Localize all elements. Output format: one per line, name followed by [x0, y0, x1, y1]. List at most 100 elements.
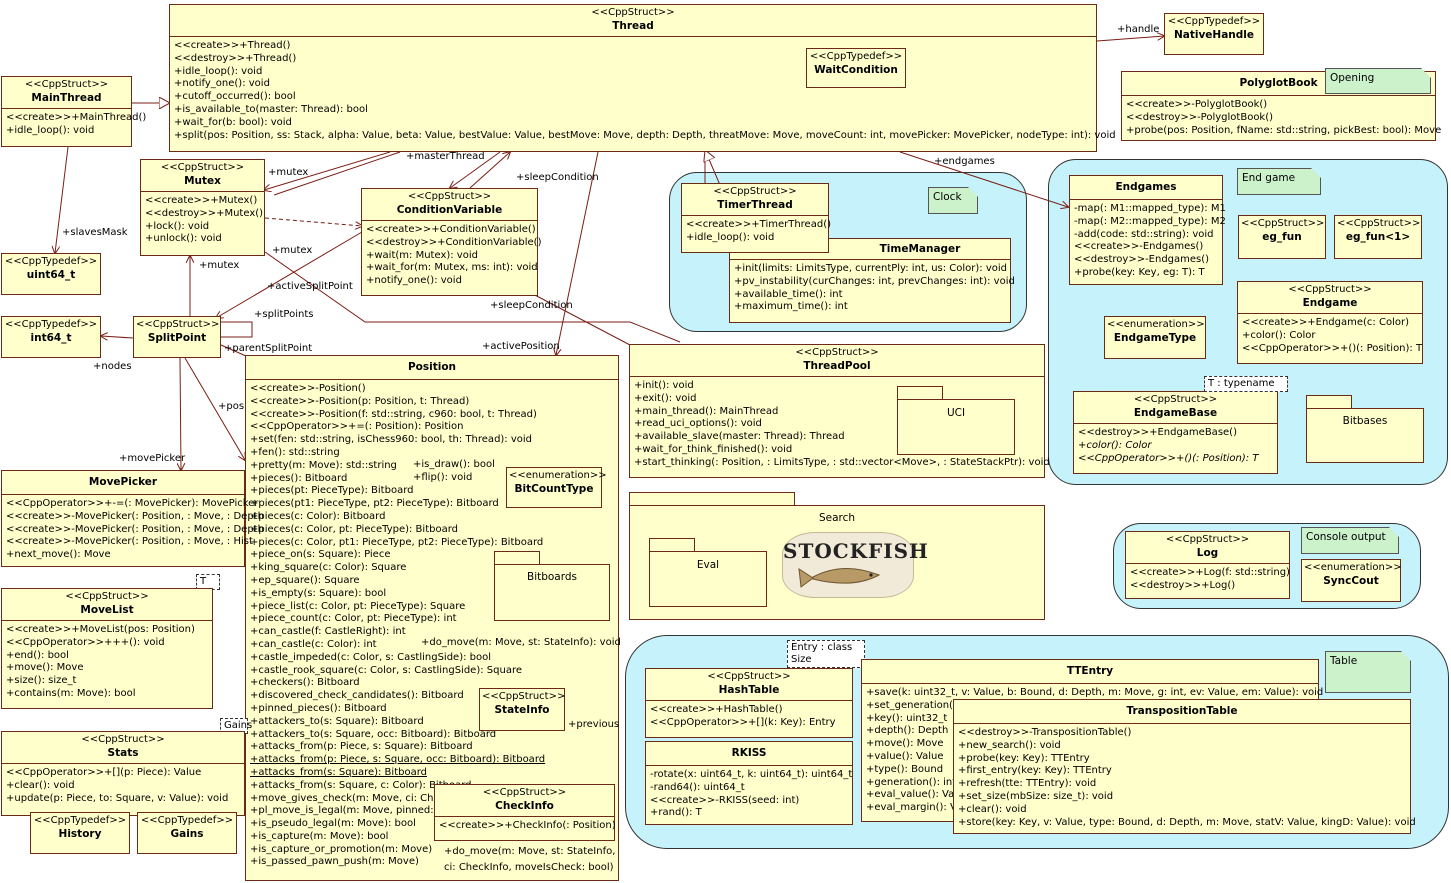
operation: <<create>>-Position(): [250, 383, 366, 394]
operation: <<destroy>>+Log(): [1130, 579, 1236, 591]
class-name: History: [58, 828, 102, 840]
operation: <<create>>-MovePicker(: Position, : Move…: [6, 510, 264, 522]
class-name: SyncCout: [1323, 575, 1379, 587]
operation: +init(limits: LimitsType, currentPly: in…: [734, 263, 1008, 274]
stereotype: <<CppTypedef>>: [809, 51, 903, 62]
package-bitboards[interactable]: Bitboards: [494, 564, 610, 621]
class-name: EndgameBase: [1133, 407, 1218, 419]
operation: +can_castle(c: Color): int: [250, 638, 377, 650]
class-name: Thread: [612, 20, 654, 32]
class-name: TranspositionTable: [1126, 705, 1238, 717]
class-endgamebase[interactable]: <<CppStruct>>EndgameBase <<destroy>>+End…: [1073, 391, 1278, 474]
class-thread[interactable]: <<CppStruct>>Thread <<create>>+Thread() …: [169, 4, 1116, 152]
operation: +depth(): Depth: [866, 725, 949, 737]
operation: <<create>>-MovePicker(: Position, : Move…: [6, 536, 253, 548]
operation: +wait_for(b: bool): void: [174, 116, 292, 128]
class-endgames[interactable]: Endgames -map(: M1::mapped_type): M1 -ma…: [1069, 175, 1226, 285]
operation: -map(: M1::mapped_type): M1: [1074, 203, 1226, 214]
operation: <<create>>+Thread(): [174, 40, 291, 51]
operation: +flip(): void: [413, 472, 473, 483]
edge-handle: [1096, 36, 1164, 42]
operation: <<destroy>>+EndgameBase(): [1078, 427, 1237, 438]
operation: +color(): Color: [1078, 439, 1152, 451]
operation: +pieces(): Bitboard: [250, 472, 348, 484]
operation: <<CppOperator>>+=(: Position): Position: [250, 421, 464, 433]
operation: +start_thinking(: Position, : LimitsType…: [634, 456, 1050, 468]
operation: <<create>>+MoveList(pos: Position): [6, 624, 195, 635]
stereotype: <<CppTypedef>>: [4, 319, 98, 330]
operation: +refresh(tte: TTEntry): void: [958, 778, 1097, 790]
operation: +attackers_to(s: Square, occ: Bitboard):…: [250, 728, 497, 740]
operation: +is_capture(m: Move): bool: [250, 830, 389, 842]
class-endgame[interactable]: <<CppStruct>>Endgame <<create>>+Endgame(…: [1237, 281, 1423, 364]
class-endgametype[interactable]: <<enumeration>>EndgameType: [1104, 316, 1206, 359]
operation: +save(k: uint32_t, v: Value, b: Bound, d…: [866, 687, 1324, 698]
class-egfun1[interactable]: <<CppStruct>>eg_fun<1>: [1334, 215, 1422, 259]
class-int64[interactable]: <<CppTypedef>>int64_t: [1, 316, 101, 358]
edge-label: +activePosition: [482, 341, 560, 352]
class-nativehandle[interactable]: <<CppTypedef>>NativeHandle: [1164, 13, 1264, 55]
class-checkinfo[interactable]: <<CppStruct>>CheckInfo <<create>>+CheckI…: [434, 784, 616, 841]
class-movepicker[interactable]: MovePicker <<CppOperator>>+-=(: MovePick…: [1, 470, 264, 567]
class-stateinfo[interactable]: <<CppStruct>>StateInfo: [479, 688, 565, 731]
edge-label: +sleepCondition: [516, 172, 599, 183]
note-text: Clock: [933, 191, 962, 203]
class-gains[interactable]: <<CppTypedef>>Gains: [137, 812, 237, 854]
class-bitcounttype[interactable]: <<enumeration>>BitCountType: [506, 467, 607, 508]
class-name: NativeHandle: [1173, 29, 1255, 41]
class-history[interactable]: <<CppTypedef>>History: [30, 812, 130, 854]
class-mainthread[interactable]: <<CppStruct>>MainThread <<create>>+MainT…: [1, 76, 146, 147]
operation: +pinned_pieces(): Bitboard: [250, 702, 387, 714]
class-log[interactable]: <<CppStruct>>Log <<create>>+Log(f: std::…: [1125, 531, 1290, 599]
operation: +set_size(mbSize: size_t): void: [958, 790, 1114, 802]
stockfish-logo: STOCKFISH: [782, 532, 928, 598]
operation: +new_search(): void: [958, 739, 1061, 751]
class-hashtable[interactable]: <<CppStruct>>HashTable <<create>>+HashTa…: [645, 668, 853, 738]
class-stats[interactable]: <<CppStruct>>Stats <<CppOperator>>+[](p:…: [1, 731, 245, 816]
operation: <<create>>-Position(f: std::string, c960…: [250, 408, 537, 420]
operation: +move(): Move: [866, 738, 944, 750]
operation: +main_thread(): MainThread: [634, 405, 779, 417]
class-name: SplitPoint: [147, 332, 207, 344]
package-eval[interactable]: Eval: [649, 551, 767, 607]
package-bitbases[interactable]: Bitbases: [1306, 408, 1424, 463]
operation: +king_square(c: Color): Square: [250, 562, 407, 574]
note-table: Table: [1325, 651, 1411, 693]
class-synccout[interactable]: <<enumeration>>SyncCout: [1301, 559, 1402, 602]
class-splitpoint[interactable]: <<CppStruct>> SplitPoint: [133, 316, 221, 358]
operation: <<create>>+ConditionVariable(): [366, 224, 536, 235]
edge-label: +endgames: [934, 156, 995, 167]
package-eval-tab: [649, 538, 695, 552]
stereotype: <<CppStruct>>: [591, 7, 675, 18]
operation: +is_pseudo_legal(m: Move): bool: [250, 818, 416, 830]
class-conditionvariable[interactable]: <<CppStruct>>ConditionVariable <<create>…: [361, 188, 541, 296]
class-name: Position: [407, 361, 457, 373]
operation: +is_empty(s: Square): bool: [250, 587, 387, 599]
operation: +maximum_time(): int: [734, 301, 848, 313]
note-console: Console output: [1301, 527, 1399, 554]
operation: ci: CheckInfo, moveIsCheck: bool): [444, 862, 614, 873]
class-mutex[interactable]: <<CppStruct>>Mutex <<create>>+Mutex() <<…: [140, 159, 265, 256]
edge-nodes: [101, 336, 134, 338]
operation: <<CppOperator>>+[](k: Key): Entry: [650, 716, 836, 728]
package-bitbases-tab: [1306, 395, 1352, 409]
stereotype: <<CppStruct>>: [136, 319, 220, 330]
operation: +attacks_from(p: Piece, s: Square, occ: …: [250, 754, 546, 766]
package-name: UCI: [946, 407, 966, 419]
class-egfun[interactable]: <<CppStruct>>eg_fun: [1238, 215, 1326, 259]
class-movelist[interactable]: <<CppStruct>>MoveList <<create>>+MoveLis…: [1, 588, 213, 709]
class-waitcondition[interactable]: <<CppTypedef>>WaitCondition: [806, 48, 906, 88]
class-timerthread[interactable]: <<CppStruct>>TimerThread <<create>>+Time…: [681, 183, 831, 253]
class-transpositiontable[interactable]: TranspositionTable <<destroy>>-Transposi…: [953, 699, 1416, 834]
operation: +cutoff_occurred(): bool: [174, 91, 296, 103]
class-uint64[interactable]: <<CppTypedef>>uint64_t: [1, 253, 101, 295]
operation: +fen(): std::string: [250, 446, 340, 458]
package-uci[interactable]: UCI: [897, 399, 1015, 455]
edge-splitpoints: [221, 321, 253, 338]
class-rkiss[interactable]: RKISS -rotate(x: uint64_t, k: uint64_t):…: [645, 741, 853, 825]
class-name: TimeManager: [879, 243, 961, 255]
stereotype: <<CppStruct>>: [795, 347, 879, 358]
note-opening: Opening: [1325, 68, 1431, 94]
operation: +exit(): void: [634, 392, 697, 404]
class-name: CheckInfo: [495, 800, 554, 812]
